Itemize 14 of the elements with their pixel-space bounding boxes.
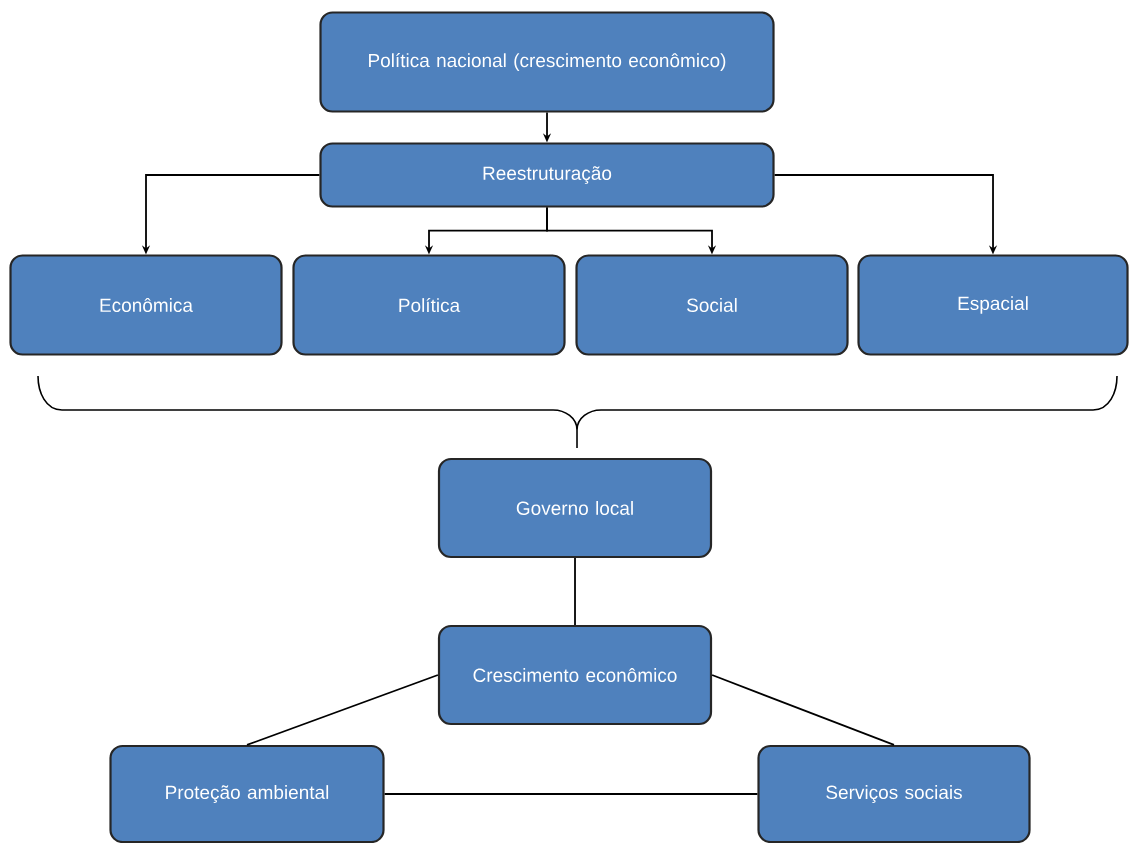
process-box: Econômica [9, 254, 283, 356]
process-box: Política nacional (crescimento econômico) [319, 11, 775, 113]
process-box: Social [575, 254, 849, 356]
process-box: Serviços sociais [757, 744, 1031, 843]
connector-line [246, 674, 439, 746]
process-box: Proteção ambiental [109, 744, 385, 843]
connector-line [383, 793, 759, 795]
process-box: Governo local [437, 457, 713, 559]
process-box: Espacial [857, 254, 1129, 356]
connector-line [574, 557, 576, 626]
connector-line [711, 674, 895, 746]
process-box: Política [292, 254, 566, 356]
process-box: Reestruturação [319, 142, 775, 208]
process-box: Crescimento econômico [437, 624, 713, 726]
